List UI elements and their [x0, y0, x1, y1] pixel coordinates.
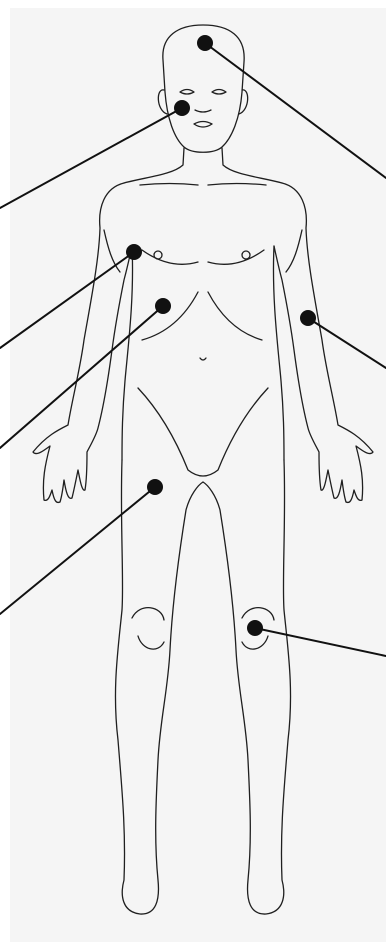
arm-marker[interactable] [300, 310, 316, 326]
chest-marker[interactable] [126, 244, 142, 260]
abdomen-marker[interactable] [155, 298, 171, 314]
head-marker[interactable] [197, 35, 213, 51]
thigh-marker[interactable] [147, 479, 163, 495]
knee-marker[interactable] [247, 620, 263, 636]
ear-marker[interactable] [174, 100, 190, 116]
